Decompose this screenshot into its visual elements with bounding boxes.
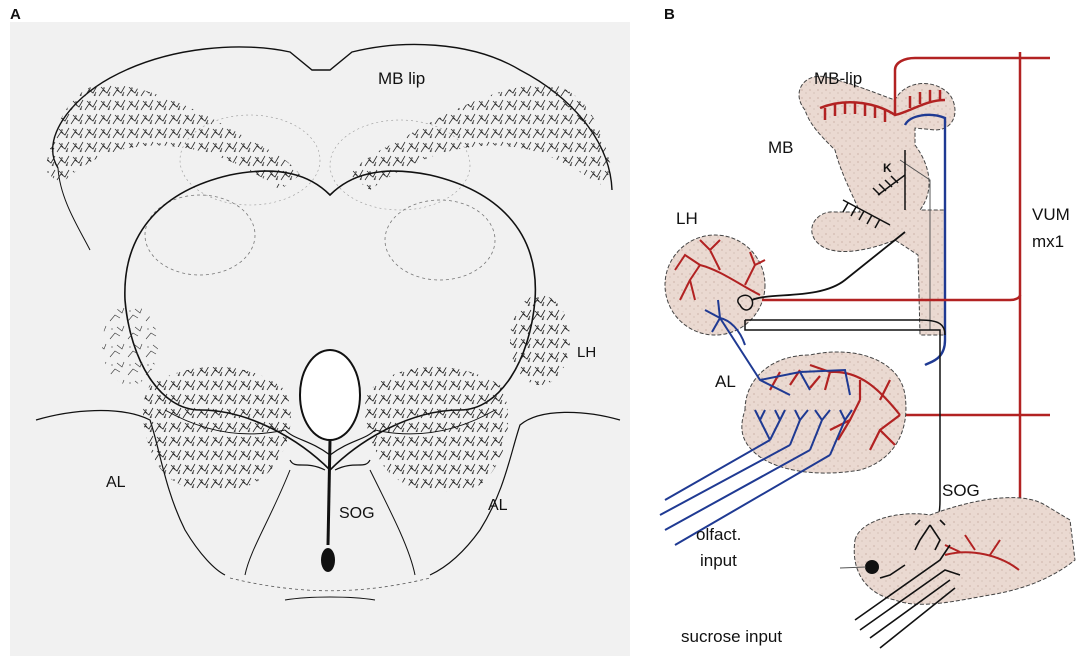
al-left-arborization	[143, 366, 291, 492]
al-right-outline	[429, 411, 621, 576]
al-right-arborization	[364, 366, 509, 492]
olfactory-receptor-input	[659, 317, 853, 546]
kenyon-cell-comb	[842, 150, 931, 330]
lh-blue-terminal	[704, 299, 746, 346]
sucrose-input-neurons	[854, 519, 961, 649]
vum-lh-arbor	[674, 239, 766, 301]
panel-a-label-lh: LH	[577, 344, 596, 361]
kenyon-output-neuron	[751, 231, 906, 301]
panel-a-label-mb-lip: MB lip	[378, 69, 425, 88]
vum-mx1-neuron	[762, 52, 1050, 560]
panel-b-label-k: K	[883, 161, 892, 175]
sog-neuropil	[853, 497, 1076, 605]
mb-neuropil	[798, 75, 956, 336]
sog-outline	[244, 469, 416, 576]
panel-a-letter: A	[10, 6, 21, 23]
panel-b-label-mb: MB	[768, 138, 794, 157]
lh-neuropil	[664, 234, 766, 336]
lh-arborization	[510, 295, 570, 385]
panel-a-label-al-left: AL	[106, 474, 126, 491]
vum-mb-lip-arbor	[819, 56, 1020, 122]
olfactory-pn-to-mb	[903, 113, 947, 367]
sog-soma	[865, 560, 879, 574]
vum-soma-and-neurite	[284, 429, 376, 572]
al-neuropil	[741, 351, 907, 474]
panel-b-label-mx1: mx1	[1032, 232, 1064, 251]
panel-b-label-input: input	[700, 551, 737, 570]
panel-b-label-vum: VUM	[1032, 205, 1070, 224]
panel-a-brain-drawing: MB lip LH AL AL SOG	[10, 22, 630, 656]
lh-left-arborization	[102, 305, 158, 385]
panel-b-label-olfact: olfact.	[696, 525, 741, 544]
panel-b-label-lh: LH	[676, 209, 698, 228]
panel-b-label-sucrose: sucrose input	[681, 627, 782, 646]
mb-lip-left-arborization	[45, 84, 300, 190]
vum-al-arbor	[769, 363, 901, 451]
panel-a-label-al-right: AL	[488, 497, 508, 514]
panel-b-label-sog: SOG	[942, 481, 980, 500]
vum-sog-arbor	[944, 534, 1020, 571]
panel-b-label-mb-lip: MB-lip	[814, 69, 862, 88]
panel-a-label-sog: SOG	[339, 505, 375, 522]
panel-b-letter: B	[664, 6, 675, 23]
mb-lip-right-arborization	[350, 84, 612, 190]
panel-b-label-al: AL	[715, 372, 736, 391]
